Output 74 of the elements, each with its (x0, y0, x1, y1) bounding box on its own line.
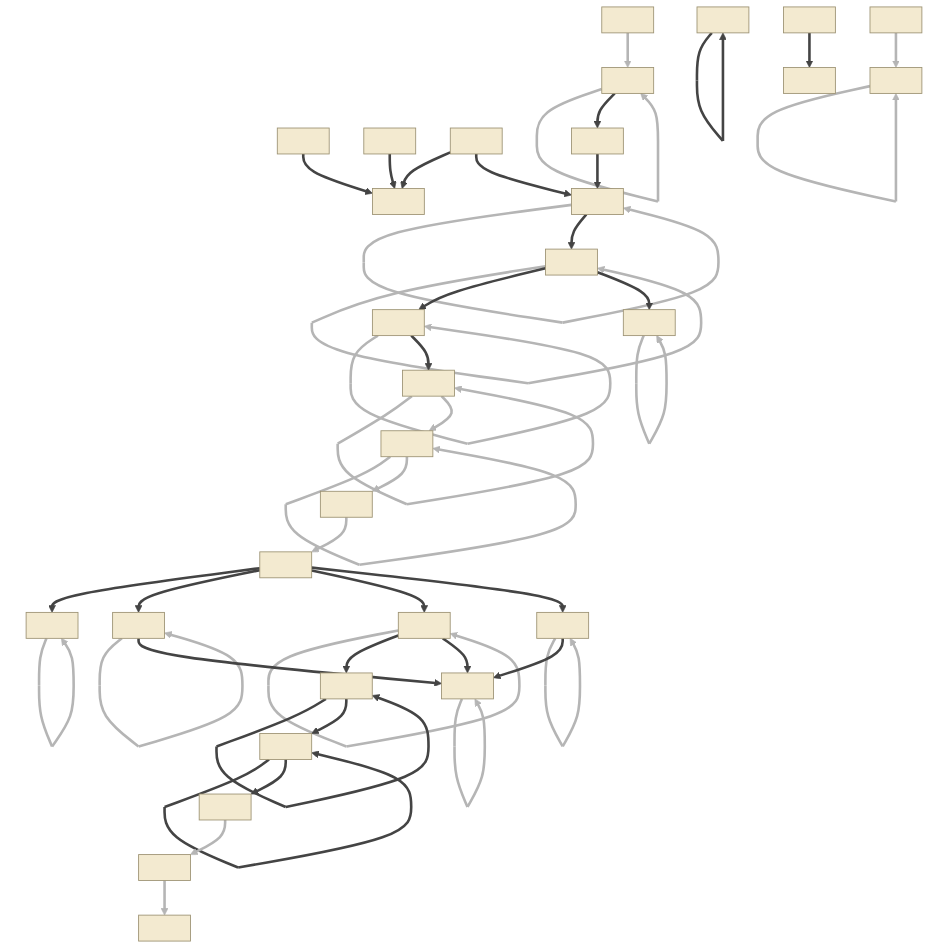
arrow (371, 456, 409, 492)
arrow (695, 32, 727, 142)
arrow (301, 153, 373, 195)
arrow (48, 566, 260, 613)
node-box (601, 6, 655, 34)
node-box (869, 6, 923, 34)
node-box (783, 6, 836, 34)
node-box (622, 309, 676, 337)
arrow (349, 323, 612, 445)
node-box (545, 248, 598, 276)
node-box (319, 672, 373, 700)
arrow (342, 634, 399, 674)
node-box (371, 309, 425, 337)
arrow (535, 87, 660, 203)
arrow (267, 629, 521, 748)
node-box (441, 672, 494, 700)
node-box (601, 67, 655, 94)
arrow (250, 759, 288, 795)
node-box (319, 490, 373, 518)
node-box (138, 914, 191, 942)
node-box (276, 127, 330, 155)
arrow (311, 569, 429, 613)
arrow (37, 637, 75, 748)
arrow (442, 637, 472, 674)
node-box (536, 611, 590, 639)
arrow (593, 153, 602, 189)
node-box (571, 188, 624, 215)
node-box (380, 430, 434, 458)
node-box (402, 369, 455, 397)
node-box (696, 6, 750, 34)
arrow (163, 750, 413, 869)
arrow (362, 203, 720, 324)
node-box (259, 733, 313, 760)
arrow (593, 92, 616, 129)
node-box (25, 611, 79, 639)
arrow (418, 267, 546, 310)
arrow (410, 334, 433, 371)
node-box (869, 67, 923, 94)
arrow (623, 32, 632, 68)
node-box (138, 854, 191, 881)
arrow (134, 568, 261, 613)
arrow (160, 880, 169, 916)
node-box (372, 188, 425, 215)
arrow (311, 566, 567, 613)
arrow (400, 151, 451, 189)
node-box (198, 793, 252, 821)
arrow (544, 637, 582, 748)
arrow (596, 270, 654, 310)
node-box (397, 611, 451, 639)
node-box (571, 127, 624, 155)
node-box (259, 551, 313, 579)
arrow (756, 84, 900, 203)
arrow (137, 638, 442, 687)
node-box (363, 127, 417, 155)
arrow (567, 213, 588, 250)
arrow (493, 638, 564, 680)
arrow (388, 153, 397, 189)
arrow (215, 694, 430, 809)
arrow (635, 335, 668, 445)
node-box (112, 611, 165, 639)
arrow (311, 698, 348, 734)
node-box (783, 67, 836, 94)
arrow (190, 820, 227, 855)
node-box (449, 127, 503, 155)
arrow (311, 517, 348, 553)
arrow (474, 153, 572, 198)
arrow (284, 445, 577, 567)
arrow (336, 385, 595, 506)
arrow (98, 631, 244, 748)
arrow (892, 32, 900, 68)
arrow (310, 264, 703, 385)
arrow (428, 395, 453, 432)
arrow (453, 698, 487, 808)
arrow (805, 32, 814, 68)
